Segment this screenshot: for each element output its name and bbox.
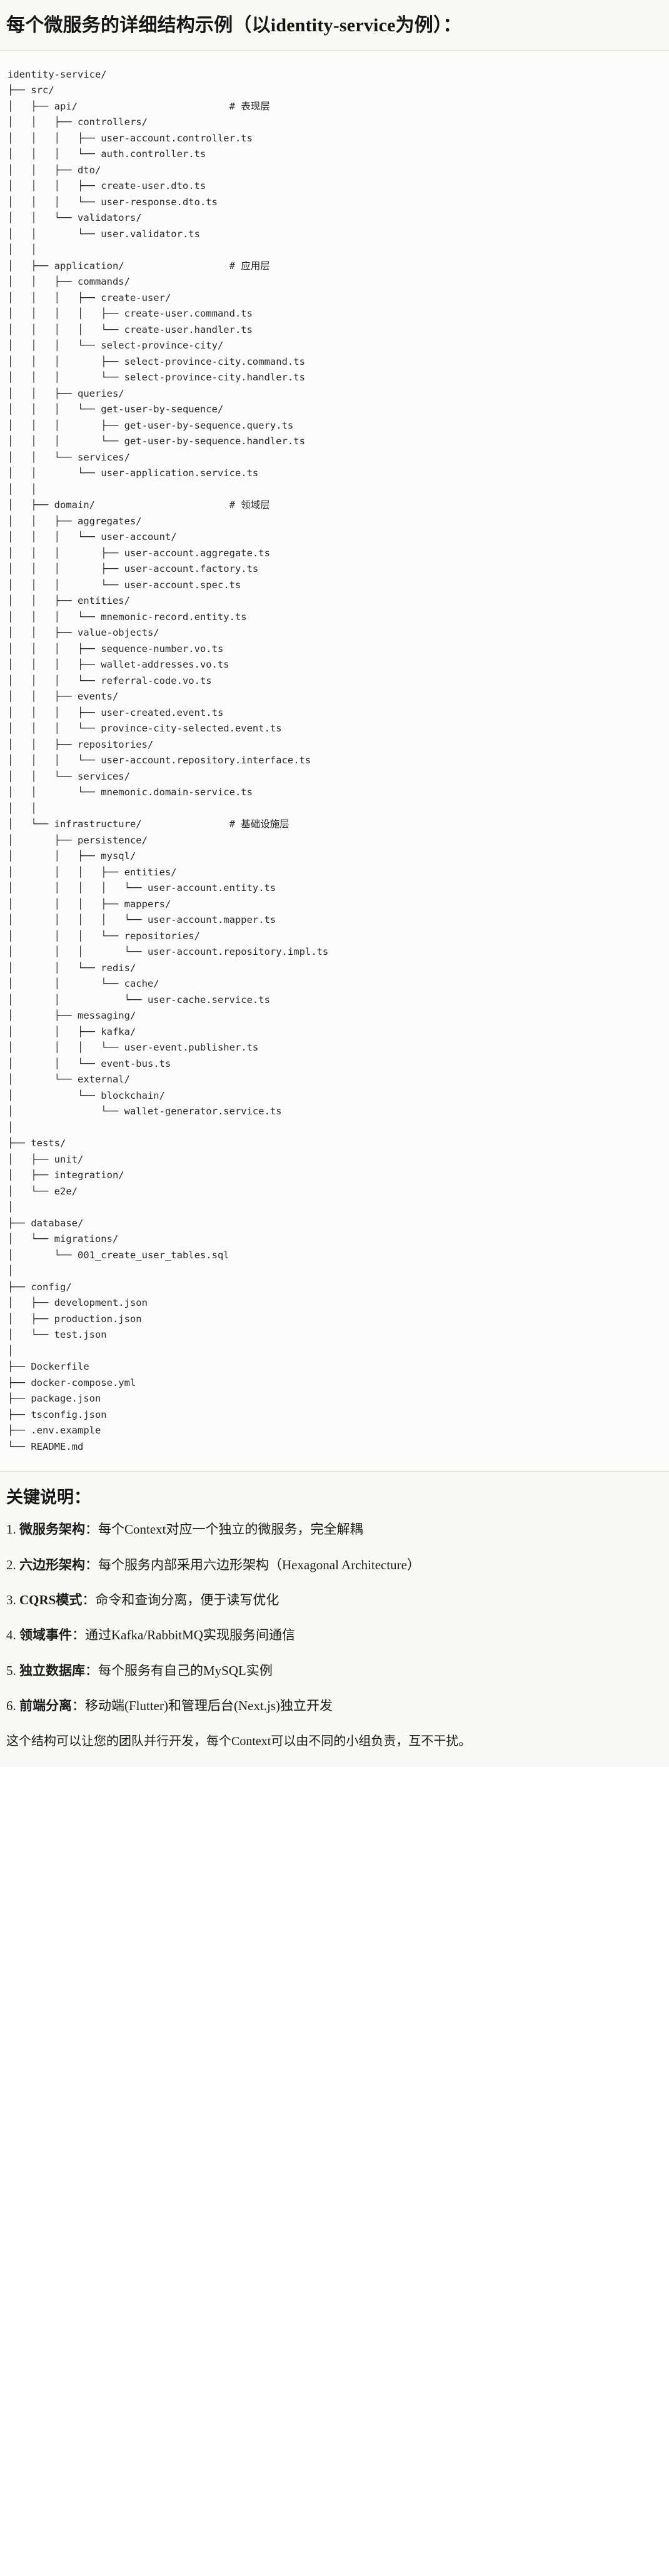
note-description: 命令和查询分离，便于读写优化 (95, 1592, 279, 1607)
note-term: 领域事件 (19, 1627, 72, 1643)
heading-section: 每个微服务的详细结构示例（以identity-service为例）： (0, 0, 669, 51)
key-notes-title: 关键说明： (6, 1488, 91, 1507)
directory-tree-section: identity-service/ ├── src/ │ ├── api/ # … (0, 50, 669, 1472)
note-description: 通过Kafka/RabbitMQ实现服务间通信 (85, 1627, 295, 1643)
note-separator: ： (85, 1662, 98, 1678)
note-term: 微服务架构 (19, 1522, 85, 1537)
note-separator: ： (72, 1698, 85, 1714)
key-notes-section: 关键说明： 微服务架构：每个Context对应一个独立的微服务，完全解耦 六边形… (0, 1472, 669, 1767)
closing-paragraph: 这个结构可以让您的团队并行开发，每个Context可以由不同的小组负责，互不干扰… (6, 1734, 471, 1748)
note-term: 六边形架构 (19, 1557, 85, 1572)
page-title: 每个微服务的详细结构示例（以identity-service为例）： (6, 15, 462, 36)
note-description: 移动端(Flutter)和管理后台(Next.js)独立开发 (85, 1698, 333, 1714)
note-separator: ： (85, 1522, 98, 1537)
note-description: 每个Context对应一个独立的微服务，完全解耦 (98, 1522, 363, 1537)
list-item: 领域事件：通过Kafka/RabbitMQ实现服务间通信 (6, 1626, 663, 1644)
note-term: 独立数据库 (19, 1662, 85, 1678)
key-notes-list: 微服务架构：每个Context对应一个独立的微服务，完全解耦 六边形架构：每个服… (6, 1520, 663, 1716)
note-separator: ： (85, 1557, 98, 1572)
directory-tree: identity-service/ ├── src/ │ ├── api/ # … (8, 68, 329, 1452)
list-item: 六边形架构：每个服务内部采用六边形架构（Hexagonal Architectu… (6, 1555, 663, 1574)
note-separator: ： (82, 1592, 96, 1607)
document-page: 每个微服务的详细结构示例（以identity-service为例）： ident… (0, 0, 669, 1767)
note-description: 每个服务有自己的MySQL实例 (98, 1662, 273, 1678)
note-term: CQRS模式 (19, 1592, 83, 1607)
note-description: 每个服务内部采用六边形架构（Hexagonal Architecture） (98, 1557, 420, 1572)
list-item: 前端分离：移动端(Flutter)和管理后台(Next.js)独立开发 (6, 1696, 663, 1715)
note-separator: ： (72, 1627, 85, 1643)
list-item: 独立数据库：每个服务有自己的MySQL实例 (6, 1661, 663, 1680)
list-item: CQRS模式：命令和查询分离，便于读写优化 (6, 1591, 663, 1609)
note-term: 前端分离 (19, 1698, 72, 1714)
list-item: 微服务架构：每个Context对应一个独立的微服务，完全解耦 (6, 1520, 663, 1539)
